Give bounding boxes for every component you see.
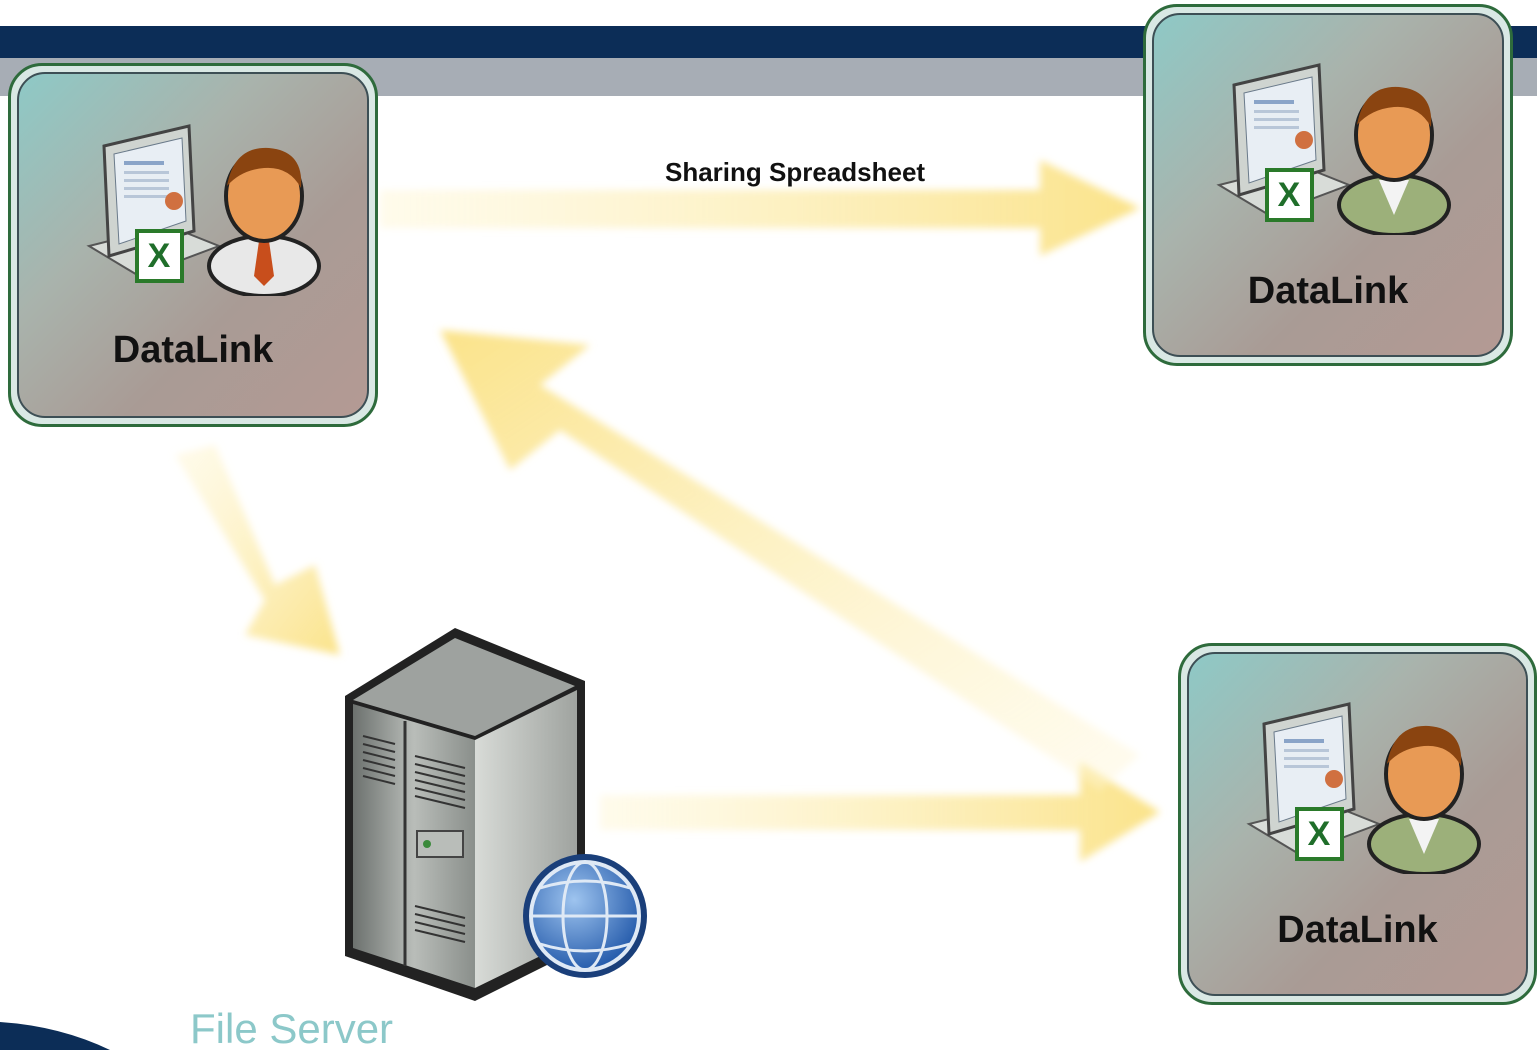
datalink-card-top-left: X DataLink (8, 63, 378, 427)
file-server-label: File Server (190, 1005, 394, 1052)
globe-icon (523, 854, 647, 978)
computer-user-excel-icon: X (1216, 63, 1451, 235)
arrow-bottom (600, 762, 1160, 862)
arrow-top (380, 160, 1140, 256)
excel-icon: X (1295, 807, 1344, 861)
datalink-card-top-left-inner: X DataLink (17, 72, 369, 418)
user-icon (1337, 86, 1451, 235)
computer-user-excel-icon: X (86, 124, 321, 296)
datalink-label: DataLink (1247, 270, 1409, 312)
svg-text:X: X (1278, 176, 1301, 214)
computer-icon (1216, 63, 1352, 217)
computer-icon (1246, 702, 1382, 856)
arrow-label-sharing-spreadsheet: Sharing Spreadsheet (665, 157, 926, 187)
footer-swoosh (0, 1022, 110, 1050)
svg-text:X: X (148, 237, 171, 275)
excel-icon: X (1265, 168, 1314, 222)
user-icon (1367, 725, 1481, 874)
datalink-card-bottom-right-inner: X DataLink (1187, 652, 1528, 996)
computer-user-excel-icon: X (1246, 702, 1481, 874)
datalink-card-bottom-right: X DataLink (1178, 643, 1537, 1005)
user-icon (207, 147, 321, 296)
arrow-down (175, 445, 340, 655)
datalink-label: DataLink (1277, 909, 1438, 951)
svg-text:X: X (1308, 815, 1331, 853)
computer-icon (86, 124, 222, 278)
datalink-card-top-right-inner: X DataLink (1152, 13, 1504, 357)
excel-icon: X (135, 229, 184, 283)
datalink-card-top-right: X DataLink (1143, 4, 1513, 366)
server-icon (345, 628, 647, 1001)
arrow-diagonal (440, 330, 1140, 790)
datalink-label: DataLink (112, 329, 274, 371)
